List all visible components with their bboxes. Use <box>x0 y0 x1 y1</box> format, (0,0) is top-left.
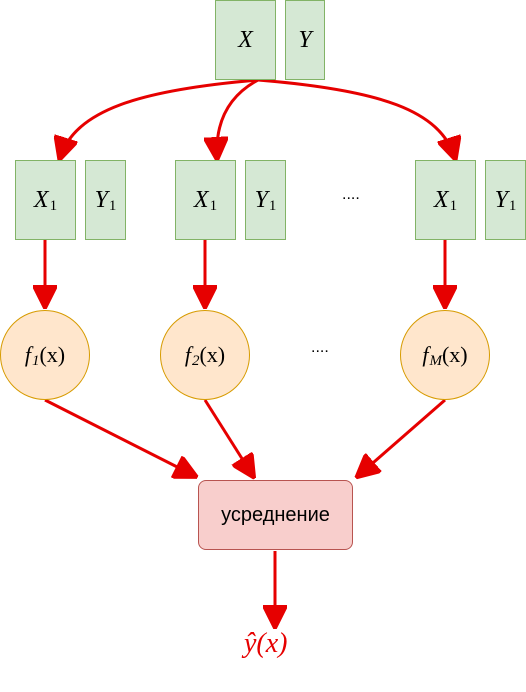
model-2-sub: 2 <box>191 352 200 369</box>
sample-3-x-sub: 1 <box>449 197 458 214</box>
model-1-sub: 1 <box>31 352 40 369</box>
arrow-model-2-to-average <box>203 399 253 476</box>
sample-3-y-var: Y <box>494 186 508 213</box>
sample-1-x-var: X <box>33 186 49 213</box>
samples-ellipsis: .... <box>342 186 360 203</box>
sample-1-x-sub: 1 <box>49 197 58 214</box>
model-3-fn: f <box>422 342 429 367</box>
arrow-dataset-to-sample-3 <box>257 78 455 158</box>
dataset-y-label: Y <box>298 26 312 53</box>
sample-2-x-var: X <box>193 186 209 213</box>
model-1-arg: (x) <box>39 342 66 367</box>
models-ellipsis: .... <box>311 339 329 356</box>
model-1-fn: f <box>24 342 31 367</box>
model-3-sub: M <box>429 352 442 369</box>
model-2-arg: (x) <box>199 342 226 367</box>
sample-2-x-sub: 1 <box>209 197 218 214</box>
arrow-model-3-to-average <box>358 398 446 476</box>
model-2-fn: f <box>184 342 191 367</box>
averaging-label: усреднение <box>221 503 330 526</box>
dataset-y-box: Y <box>285 0 325 80</box>
sample-1-y-var: Y <box>94 186 108 213</box>
sample-3-x-var: X <box>433 186 449 213</box>
sample-1-y-sub: 1 <box>108 197 117 214</box>
sample-3-y-sub: 1 <box>508 197 517 214</box>
arrow-dataset-to-sample-2 <box>217 78 259 158</box>
dataset-x-box: X <box>215 0 276 80</box>
dataset-x-label: X <box>238 26 253 53</box>
averaging-box: усреднение <box>198 480 353 550</box>
arrow-model-1-to-average <box>44 398 195 476</box>
arrow-dataset-to-sample-1 <box>60 78 259 158</box>
model-3-arg: (x) <box>441 342 468 367</box>
sample-2-y-var: Y <box>254 186 268 213</box>
sample-2-y-sub: 1 <box>268 197 277 214</box>
output-label: ŷ(x) <box>244 628 288 659</box>
